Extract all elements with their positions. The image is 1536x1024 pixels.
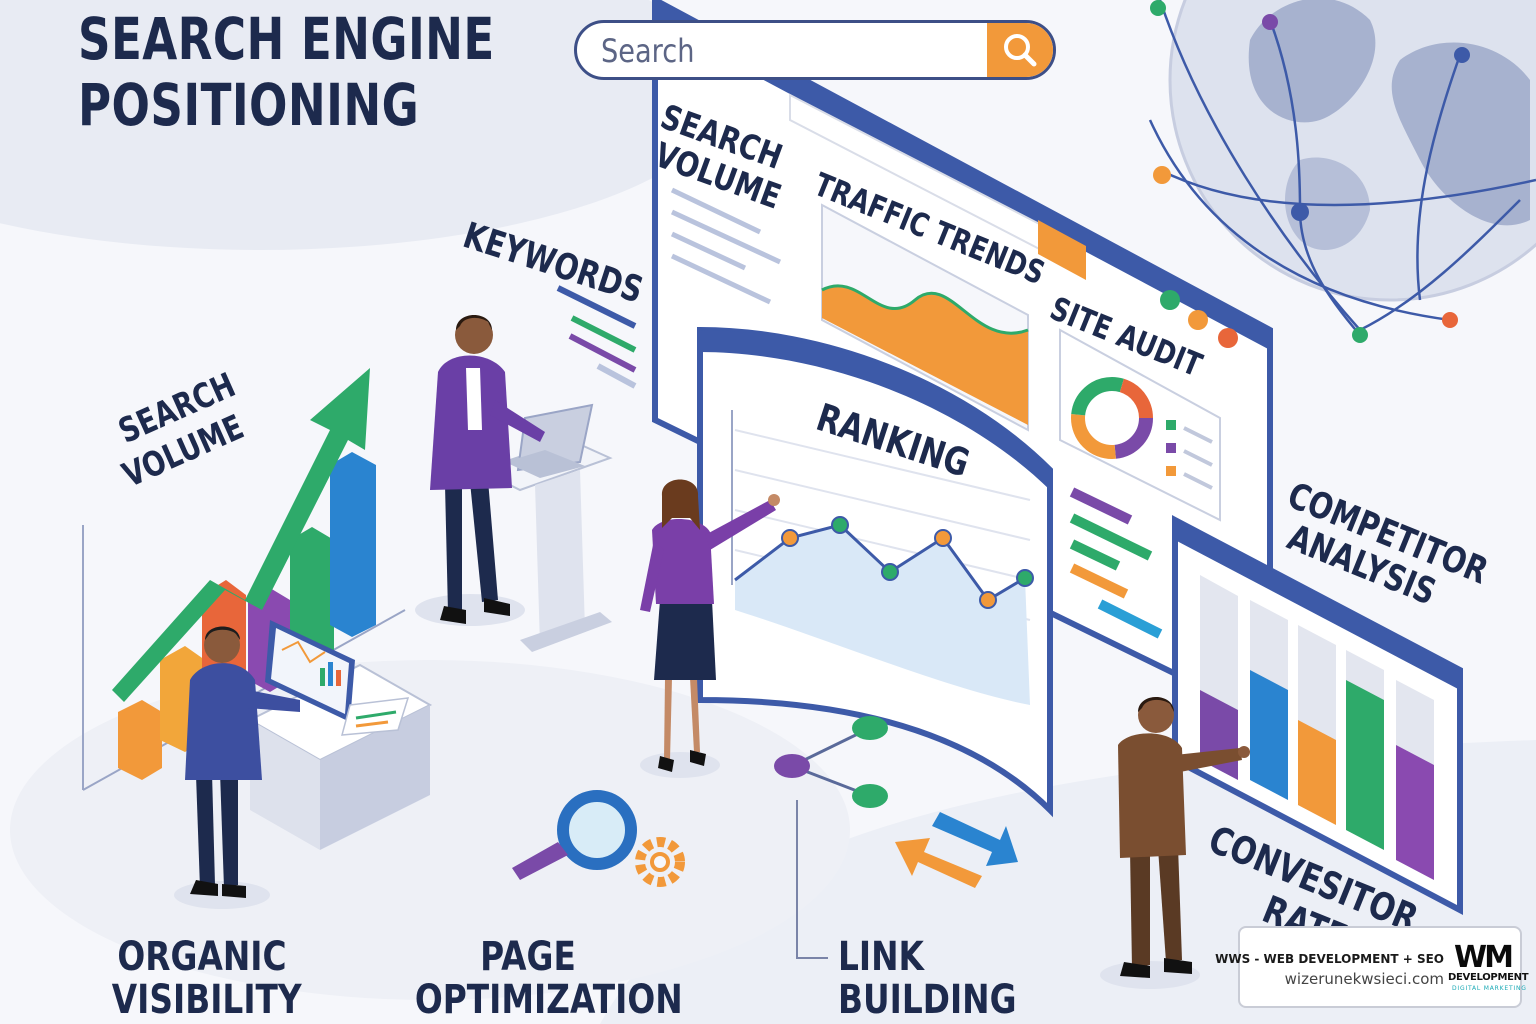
- keyword-lines: [556, 285, 637, 389]
- caption-organic-visibility-2: VISIBILITY: [111, 977, 302, 1024]
- analyst-desk: [247, 620, 433, 850]
- brand-logo-sub: DEVELOPMENT: [1448, 972, 1529, 983]
- search-bar[interactable]: Search: [574, 20, 1056, 80]
- browser-panel: [652, 0, 1273, 725]
- presenter-competitor: [1100, 697, 1250, 989]
- caption-page-optimization-2: OPTIMIZATION: [414, 977, 683, 1024]
- person-analyst: [174, 626, 300, 909]
- caption-organic-visibility-1: ORGANIC: [117, 934, 287, 980]
- caption-page-optimization: PAGE OPTIMIZATION: [414, 934, 683, 1024]
- search-input[interactable]: Search: [601, 32, 695, 70]
- gear-icon: [635, 837, 685, 887]
- page-title-line1: SEARCH ENGINE: [78, 5, 495, 73]
- page-title-line2: POSITIONING: [78, 71, 420, 139]
- caption-link-building-1: LINK: [838, 934, 924, 980]
- globe-icon: [1148, 0, 1536, 343]
- brand-logo: WM DEVELOPMENT DIGITAL MARKETING: [1448, 940, 1529, 998]
- ranking-panel: [697, 326, 1053, 818]
- presenter-woman: [640, 479, 780, 778]
- caption-organic-visibility: ORGANIC VISIBILITY: [111, 934, 302, 1024]
- search-icon: [1004, 34, 1037, 67]
- link-nodes-icon: [774, 716, 888, 959]
- brand-logo-tag: DIGITAL MARKETING: [1452, 985, 1527, 992]
- search-button[interactable]: [987, 23, 1053, 77]
- bg-blob-top-left: [0, 0, 730, 250]
- arrows-icon: [895, 812, 1018, 888]
- magnifier-icon: [512, 790, 637, 880]
- brand-url[interactable]: wizerunekwsieci.com: [1284, 970, 1444, 988]
- caption-link-building: LINK BUILDING: [838, 934, 1017, 1024]
- brand-badge[interactable]: WWS - WEB DEVELOPMENT + SEO wizerunekwsi…: [1215, 926, 1529, 1008]
- presenter-podium: [415, 315, 613, 652]
- brand-name: WWS - WEB DEVELOPMENT + SEO: [1215, 952, 1444, 966]
- caption-page-optimization-1: PAGE: [480, 934, 576, 980]
- brand-logo-main: WM: [1454, 940, 1514, 975]
- donut-chart-icon: [1071, 377, 1153, 459]
- caption-link-building-2: BUILDING: [838, 977, 1017, 1024]
